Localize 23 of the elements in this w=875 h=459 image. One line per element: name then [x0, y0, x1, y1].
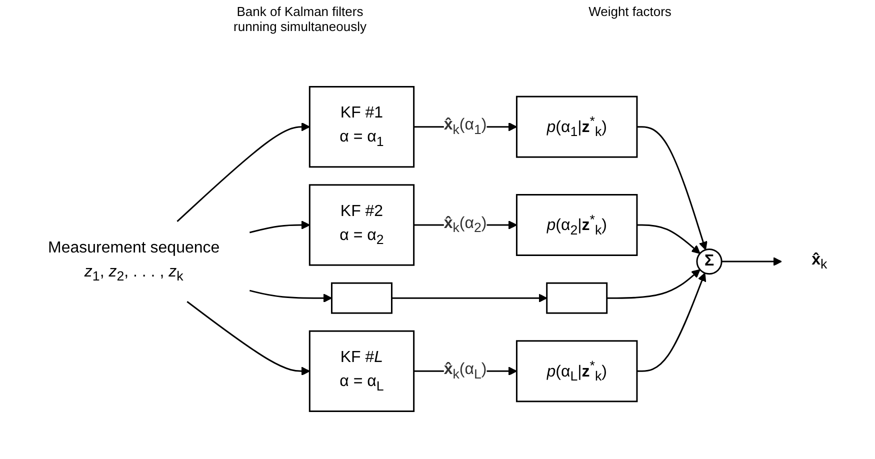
node-text: Measurement sequence z$_{1}$, z$_{2}$, . . . , z$_{k}$ — [48, 239, 220, 284]
node-box: KF #L α = α$_{L}$ — [308, 330, 414, 412]
edge-label: x̂$_{k}$(α$_{1}$) — [444, 116, 487, 137]
node-box: KF #2 α = α$_{2}$ — [308, 184, 414, 266]
arrow — [249, 220, 310, 234]
column-heading: Weight factors — [588, 4, 672, 19]
edge-label: x̂$_{k}$(α$_{2}$) — [444, 214, 487, 236]
column-heading: Bank of Kalman filters running simultaneously — [232, 4, 368, 34]
arrow — [176, 122, 310, 222]
node-text: x̂$_{k}$ — [812, 251, 828, 272]
node-box — [546, 282, 608, 314]
arrow — [722, 257, 782, 266]
node-circle: Σ — [696, 248, 722, 275]
arrow — [249, 290, 332, 302]
arrow — [636, 224, 700, 254]
edge-label: x̂$_{k}$(α$_{L}$) — [444, 361, 487, 382]
node-box: KF #1 α = α$_{1}$ — [308, 86, 414, 168]
node-box — [330, 282, 392, 314]
arrow — [636, 126, 708, 250]
arrow — [636, 272, 706, 372]
arrow — [606, 269, 700, 299]
arrow — [186, 301, 310, 376]
arrow — [392, 294, 548, 302]
